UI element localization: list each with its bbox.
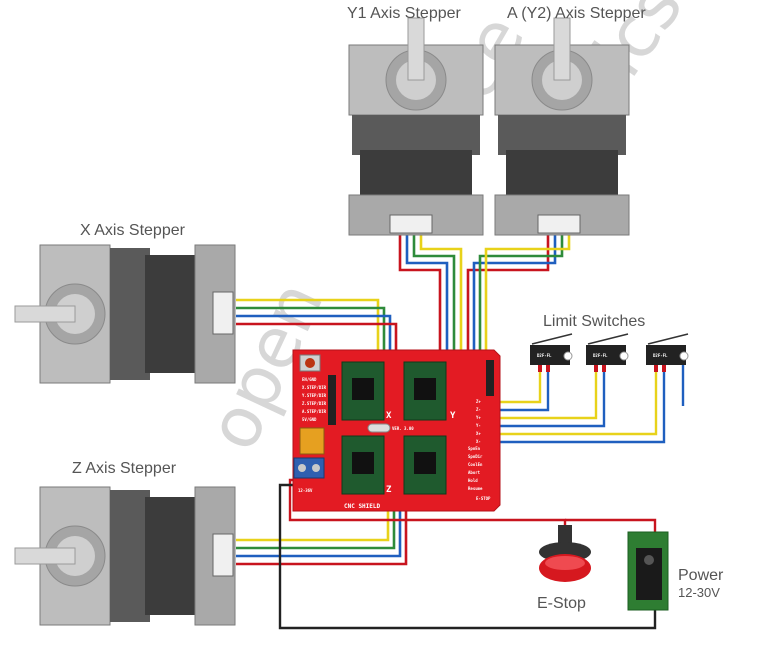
a-stepper-label: A (Y2) Axis Stepper	[507, 5, 646, 22]
limit-pin-label: Y+	[476, 415, 481, 420]
a-stepper-motor	[494, 17, 630, 236]
axis-letter-y: Y	[450, 411, 456, 421]
switch-label: D2F-FL	[653, 353, 668, 358]
right-pin-label: Resume	[468, 486, 483, 491]
shield-title: CNC SHIELD	[344, 503, 381, 510]
limit-switch-2: D2F-FL	[586, 333, 629, 372]
limit-switch-1: D2F-FL	[530, 333, 573, 372]
estop-button	[539, 525, 591, 582]
limit-pin-label: Z-	[476, 407, 481, 412]
pin-label: EN/GND	[302, 377, 317, 382]
y1-stepper-motor	[348, 17, 484, 236]
right-pin-label: SpnEn	[468, 446, 481, 451]
right-pin-label: CoolEn	[468, 462, 483, 467]
shield-version: VER. 3.00	[392, 426, 414, 431]
right-pin-label: Abort	[468, 470, 481, 475]
limit-pin-label: Y-	[476, 423, 481, 428]
y1-wires	[398, 230, 463, 380]
estop-label: E-Stop	[537, 595, 586, 612]
right-pin-label: SpnDir	[468, 454, 483, 459]
axis-letter-x: X	[386, 411, 392, 421]
pin-label: 5V/GND	[302, 417, 317, 422]
right-pin-label: Hold	[468, 478, 478, 483]
pin-label: A.STEP/DIR	[302, 409, 327, 414]
limit-wires	[500, 360, 685, 444]
power-label: Power	[678, 567, 724, 584]
limit-switches-label: Limit Switches	[543, 313, 645, 330]
pin-label: X.STEP/DIR	[302, 385, 327, 390]
power-voltage-label: 12-30V	[678, 585, 720, 600]
x-stepper-motor	[14, 244, 236, 384]
axis-letter-z: Z	[386, 485, 392, 495]
limit-pin-label: X-	[476, 439, 481, 444]
limit-pin-label: X+	[476, 431, 481, 436]
estop-pin-label: E-STOP	[476, 496, 491, 501]
limit-pin-label: Z+	[476, 399, 481, 404]
cnc-shield-board: EN/GND X.STEP/DIR Y.STEP/DIR Z.STEP/DIR …	[292, 349, 501, 512]
power-terminal-label: 12-36V	[298, 488, 313, 493]
limit-switch-3: D2F-FL	[646, 333, 689, 372]
z-stepper-label: Z Axis Stepper	[72, 460, 177, 477]
z-stepper-motor	[14, 486, 236, 626]
shield-pin-labels: EN/GND X.STEP/DIR Y.STEP/DIR Z.STEP/DIR …	[302, 377, 327, 422]
x-stepper-label: X Axis Stepper	[80, 222, 186, 239]
pin-label: Y.STEP/DIR	[302, 393, 327, 398]
switch-label: D2F-FL	[537, 353, 552, 358]
power-jack	[627, 531, 669, 611]
a-wires	[466, 230, 571, 380]
shield-right-pins: SpnEn SpnDir CoolEn Abort Hold Resume	[468, 446, 483, 491]
switch-label: D2F-FL	[593, 353, 608, 358]
shield-limit-pins: Z+ Z- Y+ Y- X+ X-	[476, 399, 481, 444]
y1-stepper-label: Y1 Axis Stepper	[347, 5, 462, 22]
pin-label: Z.STEP/DIR	[302, 401, 327, 406]
